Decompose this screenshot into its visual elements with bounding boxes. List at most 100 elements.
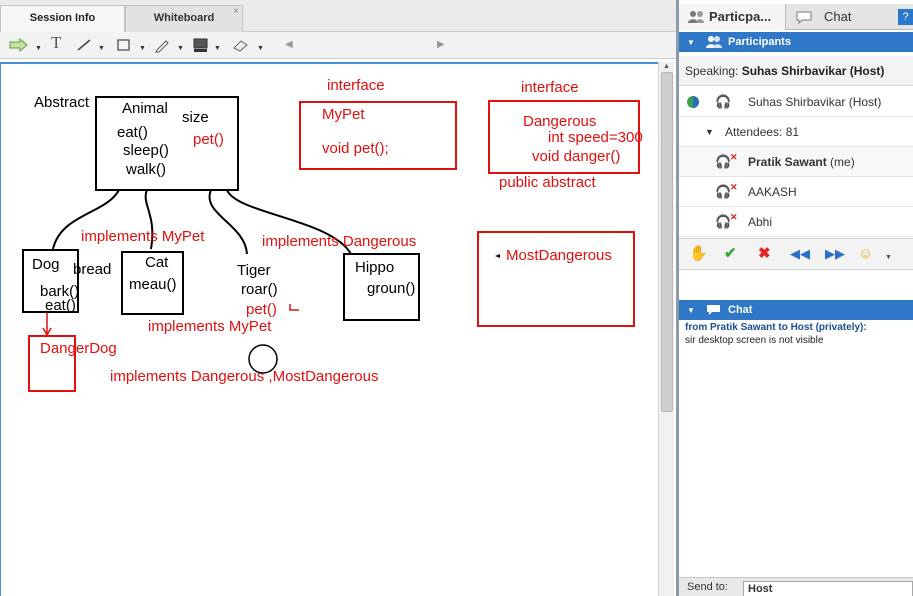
whiteboard-mark: [495, 254, 500, 258]
participant-name: Pratik Sawant: [748, 155, 827, 169]
chevron-down-icon[interactable]: ▼: [885, 254, 892, 261]
tab-participants[interactable]: Particpa...: [679, 4, 786, 30]
raise-hand-icon[interactable]: ✋: [689, 245, 708, 262]
panel-tab-bar: Particpa... Chat ?: [679, 4, 913, 30]
participant-name: Suhas Shirbavikar (Host): [748, 95, 882, 109]
help-button[interactable]: ?: [898, 9, 913, 25]
hippo-class-box: [343, 253, 420, 321]
collapse-icon[interactable]: ▼: [687, 306, 695, 315]
tab-participants-label: Particpa...: [709, 9, 772, 24]
public-abstract-label: public abstract: [499, 174, 596, 191]
participant-row[interactable]: 🎧 ✕ Pratik Sawant (me): [679, 147, 913, 177]
tab-chat-label: Chat: [824, 9, 852, 24]
faster-icon[interactable]: ▶▶: [825, 246, 845, 261]
participant-suffix: (me): [826, 155, 855, 169]
dangerdog-label: DangerDog: [40, 340, 117, 357]
chat-message-sender: from Pratik Sawant to Host (privately):: [685, 322, 867, 333]
void-pet-label: void pet();: [322, 140, 389, 157]
participant-controls: ✋ ✔ ✖ ◀◀ ▶▶ ☺ ▼: [679, 238, 913, 270]
chevron-down-icon[interactable]: ▼: [214, 45, 221, 52]
send-to-select[interactable]: Host: [743, 581, 913, 596]
cross-icon[interactable]: ✖: [758, 245, 771, 262]
interface-label: interface: [327, 77, 385, 94]
tab-session-info[interactable]: Session Info: [0, 5, 125, 32]
participant-name: Abhi: [748, 215, 773, 229]
roar-label: roar(): [241, 281, 278, 298]
attendees-count: Attendees: 81: [725, 125, 800, 139]
headset-icon: 🎧: [715, 94, 732, 109]
headset-icon: 🎧: [715, 154, 732, 169]
emoticon-icon[interactable]: ☺: [858, 245, 874, 262]
expand-icon[interactable]: ▼: [705, 127, 714, 137]
chat-icon: [796, 11, 812, 24]
mostdangerous-box: [477, 231, 635, 327]
implements-dangerous-label: implements Dangerous: [262, 233, 417, 250]
bread-label: bread: [73, 261, 112, 278]
tiger-label: Tiger: [237, 262, 271, 279]
animal-pet-label: pet(): [193, 131, 224, 148]
inheritance-line-dog: [52, 189, 120, 250]
checkmark-icon[interactable]: ✔: [724, 245, 737, 262]
chat-header-label: Chat: [728, 304, 753, 316]
pane-divider[interactable]: [676, 0, 679, 596]
eraser-tool-icon[interactable]: [231, 38, 249, 52]
vertical-scrollbar[interactable]: ▲: [658, 62, 674, 596]
rectangle-tool-icon[interactable]: [116, 38, 132, 52]
inheritance-line-tiger: [208, 189, 248, 255]
participant-row-host[interactable]: 🎧 Suhas Shirbavikar (Host): [679, 87, 913, 117]
tab-bar: Session Info Whiteboard ×: [0, 0, 676, 32]
implements-both-label: implements Dangerous ,MostDangerous: [110, 368, 379, 385]
groun-label: groun(): [367, 280, 416, 297]
implements-mypet-label: implements MyPet: [81, 228, 205, 245]
chevron-down-icon[interactable]: ▼: [98, 45, 105, 52]
chat-log: from Pratik Sawant to Host (privately): …: [679, 320, 913, 576]
abstract-label: Abstract: [34, 94, 90, 111]
walk-label: walk(): [126, 161, 166, 178]
collapse-icon[interactable]: ▼: [687, 38, 695, 47]
participant-row[interactable]: 🎧 ✕ Abhi: [679, 207, 913, 237]
animal-class-box: [95, 96, 239, 191]
line-tool-icon[interactable]: [76, 38, 92, 52]
headset-icon: 🎧: [715, 184, 732, 199]
participant-row[interactable]: 🎧 ✕ AAKASH: [679, 177, 913, 207]
color-fill-icon[interactable]: [192, 37, 210, 53]
bark-label: bark(): [40, 283, 80, 300]
sleep-label: sleep(): [123, 142, 169, 159]
text-tool-icon[interactable]: T: [51, 33, 62, 52]
scrollbar-thumb[interactable]: [661, 72, 673, 412]
tab-whiteboard[interactable]: Whiteboard ×: [125, 5, 243, 32]
slower-icon[interactable]: ◀◀: [790, 246, 810, 261]
tab-chat[interactable]: Chat: [786, 4, 894, 30]
inheritance-line-cat: [144, 189, 154, 250]
size-label: size: [182, 109, 209, 126]
scroll-up-icon[interactable]: ▲: [663, 63, 670, 70]
close-icon[interactable]: ×: [233, 6, 239, 17]
implements-mypet-label: implements MyPet: [148, 318, 272, 335]
speaking-label: Speaking:: [685, 64, 739, 78]
chevron-down-icon[interactable]: ▼: [139, 45, 146, 52]
chat-panel-header[interactable]: ▼ Chat: [679, 300, 913, 320]
dog-eat-label: eat(): [45, 297, 76, 314]
next-page-icon[interactable]: ▶: [437, 39, 445, 50]
chevron-down-icon[interactable]: ▼: [35, 45, 42, 52]
chat-icon: [707, 305, 720, 315]
void-danger-label: void danger(): [532, 148, 621, 165]
attendees-group[interactable]: ▼ Attendees: 81: [679, 117, 913, 147]
pencil-tool-icon[interactable]: [154, 37, 170, 53]
muted-icon: ✕: [730, 152, 738, 162]
dog-class-box: [22, 249, 79, 313]
chevron-down-icon[interactable]: ▼: [257, 45, 264, 52]
headset-icon: 🎧: [715, 214, 732, 229]
send-to-value: Host: [748, 583, 773, 595]
previous-page-icon[interactable]: ◀: [285, 39, 293, 50]
arrow-tool-icon[interactable]: [9, 38, 29, 52]
chevron-down-icon[interactable]: ▼: [177, 45, 184, 52]
mostdangerous-label: MostDangerous: [506, 247, 612, 264]
chat-message-text: sir desktop screen is not visible: [685, 335, 824, 346]
tiger-pet-label: pet(): [246, 301, 277, 318]
whiteboard-canvas[interactable]: Abstract Animal size eat() sleep() walk(…: [0, 62, 658, 596]
whiteboard-circle: [248, 344, 278, 374]
cat-label: Cat: [145, 254, 169, 271]
participants-panel-header[interactable]: ▼ Participants: [679, 32, 913, 52]
